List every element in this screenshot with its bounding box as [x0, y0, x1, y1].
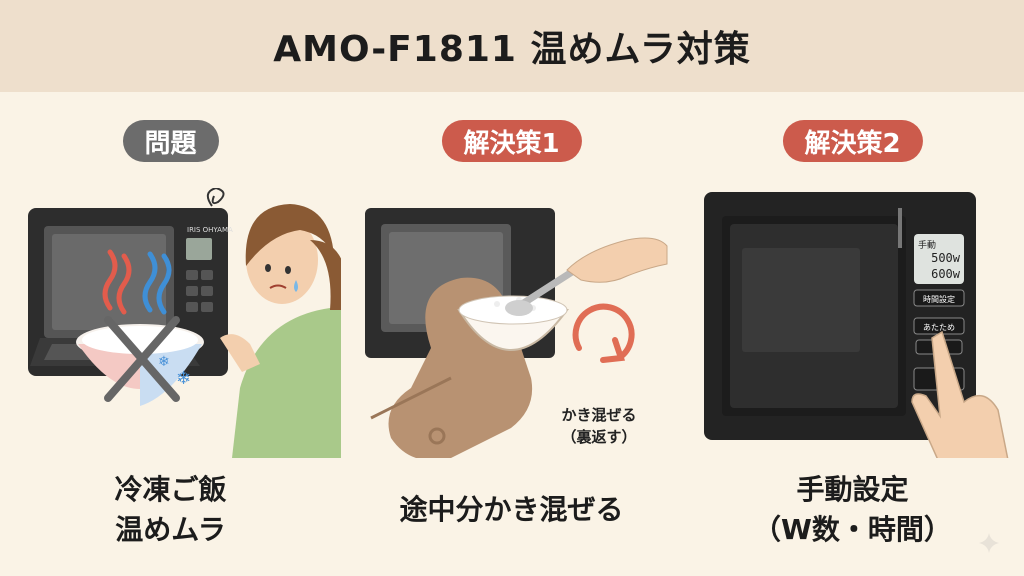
problem-caption-line1: 冷凍ご飯: [114, 473, 227, 506]
problem-caption-line2: 温めムラ: [115, 513, 226, 546]
solution2-caption-line2: （W数・時間）: [753, 513, 952, 546]
rotate-arrow-icon: [572, 303, 635, 363]
solution1-illustration: かき混ぜる （裏返す）: [365, 208, 668, 458]
brand-logo: IRIS OHYAMA: [187, 226, 233, 234]
microwave-icon: [704, 192, 976, 440]
solution2-badge: 解決策2: [782, 120, 923, 162]
pointing-hand-icon: [911, 330, 1009, 458]
spoon-hand-icon: [505, 237, 668, 316]
sparkle-icon: [979, 533, 999, 553]
solution1-caption: 途中分かき混ぜる: [399, 493, 624, 526]
worried-person-icon: [206, 188, 341, 458]
display-mode-label: 手動: [918, 239, 936, 251]
solution1-badge: 解決策1: [441, 120, 582, 162]
warm-button[interactable]: あたため: [923, 323, 955, 332]
problem-badge: 問題: [122, 120, 219, 162]
svg-text:❄: ❄: [176, 368, 191, 389]
svg-text:❄: ❄: [158, 354, 170, 370]
page-title: AMO-F1811 温めムラ対策: [273, 29, 751, 70]
problem-illustration: IRIS OHYAMA ❄ ❄: [28, 188, 341, 458]
solution2-caption-line1: 手動設定: [796, 473, 909, 506]
arrow-label-line1: かき混ぜる: [561, 406, 636, 424]
panel-solution-2: 解決策2 手動 500w 600w 時間設定 あたため 手動設定 （W数: [682, 92, 1023, 576]
panel-solution-1: 解決策1 か: [341, 92, 682, 576]
arrow-label-line2: （裏返す）: [561, 428, 636, 446]
panel-problem: 問題 IRIS OHYAMA: [0, 92, 341, 576]
header-bar: AMO-F1811 温めムラ対策: [0, 0, 1024, 92]
steam-icon: [102, 249, 172, 315]
solution2-illustration: 手動 500w 600w 時間設定 あたため: [704, 192, 1009, 458]
problem-caption: 冷凍ご飯 温めムラ: [0, 470, 341, 550]
solution2-caption: 手動設定 （W数・時間）: [682, 470, 1023, 550]
display-watt1: 500w: [931, 251, 961, 265]
display-watt2: 600w: [931, 267, 961, 281]
time-set-button[interactable]: 時間設定: [923, 294, 955, 304]
frozen-rice-bowl-icon: ❄ ❄: [76, 316, 204, 406]
